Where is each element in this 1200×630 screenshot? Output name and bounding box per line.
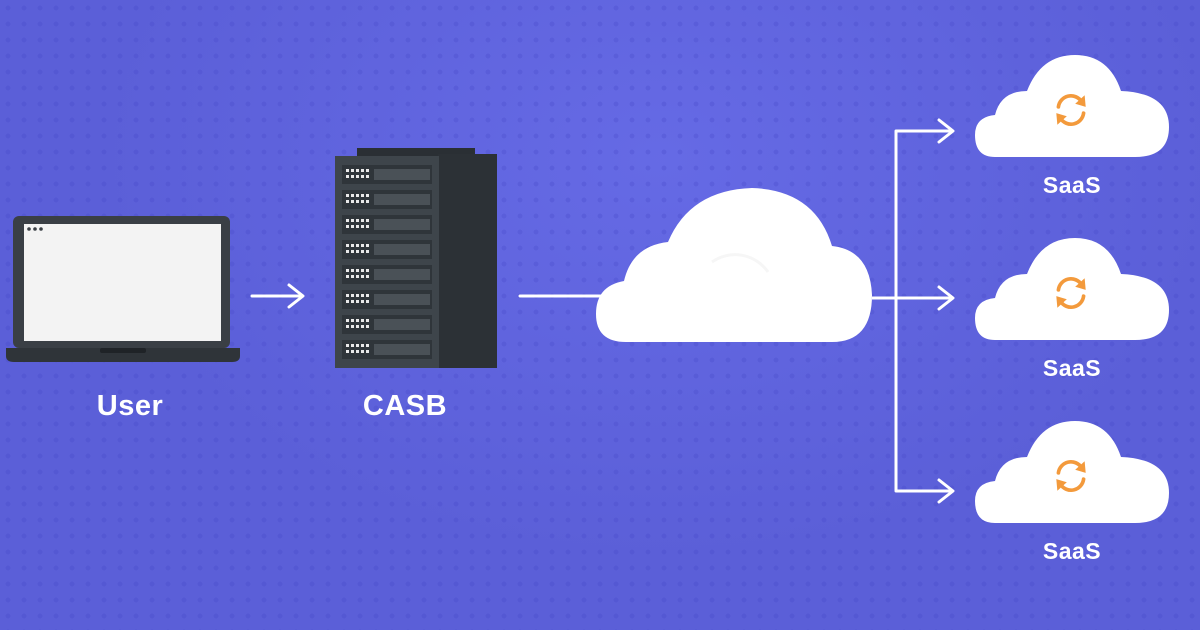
saas-cloud-1 bbox=[975, 55, 1169, 157]
saas-label-2: SaaS bbox=[1042, 355, 1102, 381]
cloud-icon bbox=[975, 238, 1169, 340]
branch-connectors bbox=[872, 118, 955, 504]
cloud-icon bbox=[596, 188, 872, 342]
server-unit bbox=[342, 315, 432, 334]
server-unit bbox=[342, 265, 432, 284]
server-rack-icon bbox=[335, 148, 497, 368]
saas-label-3: SaaS bbox=[1042, 538, 1102, 564]
user-label: User bbox=[96, 390, 164, 422]
server-unit bbox=[342, 290, 432, 309]
server-unit bbox=[342, 190, 432, 209]
saas-label-1: SaaS bbox=[1042, 172, 1102, 198]
cloud-icon bbox=[975, 421, 1169, 523]
casb-label: CASB bbox=[362, 390, 448, 422]
server-unit bbox=[342, 340, 432, 359]
server-unit bbox=[342, 240, 432, 259]
server-unit bbox=[342, 165, 432, 184]
arrow-user-to-casb bbox=[250, 283, 305, 309]
laptop-icon bbox=[6, 216, 240, 362]
cloud-icon bbox=[975, 55, 1169, 157]
saas-cloud-3 bbox=[975, 421, 1169, 523]
saas-cloud-2 bbox=[975, 238, 1169, 340]
server-unit bbox=[342, 215, 432, 234]
